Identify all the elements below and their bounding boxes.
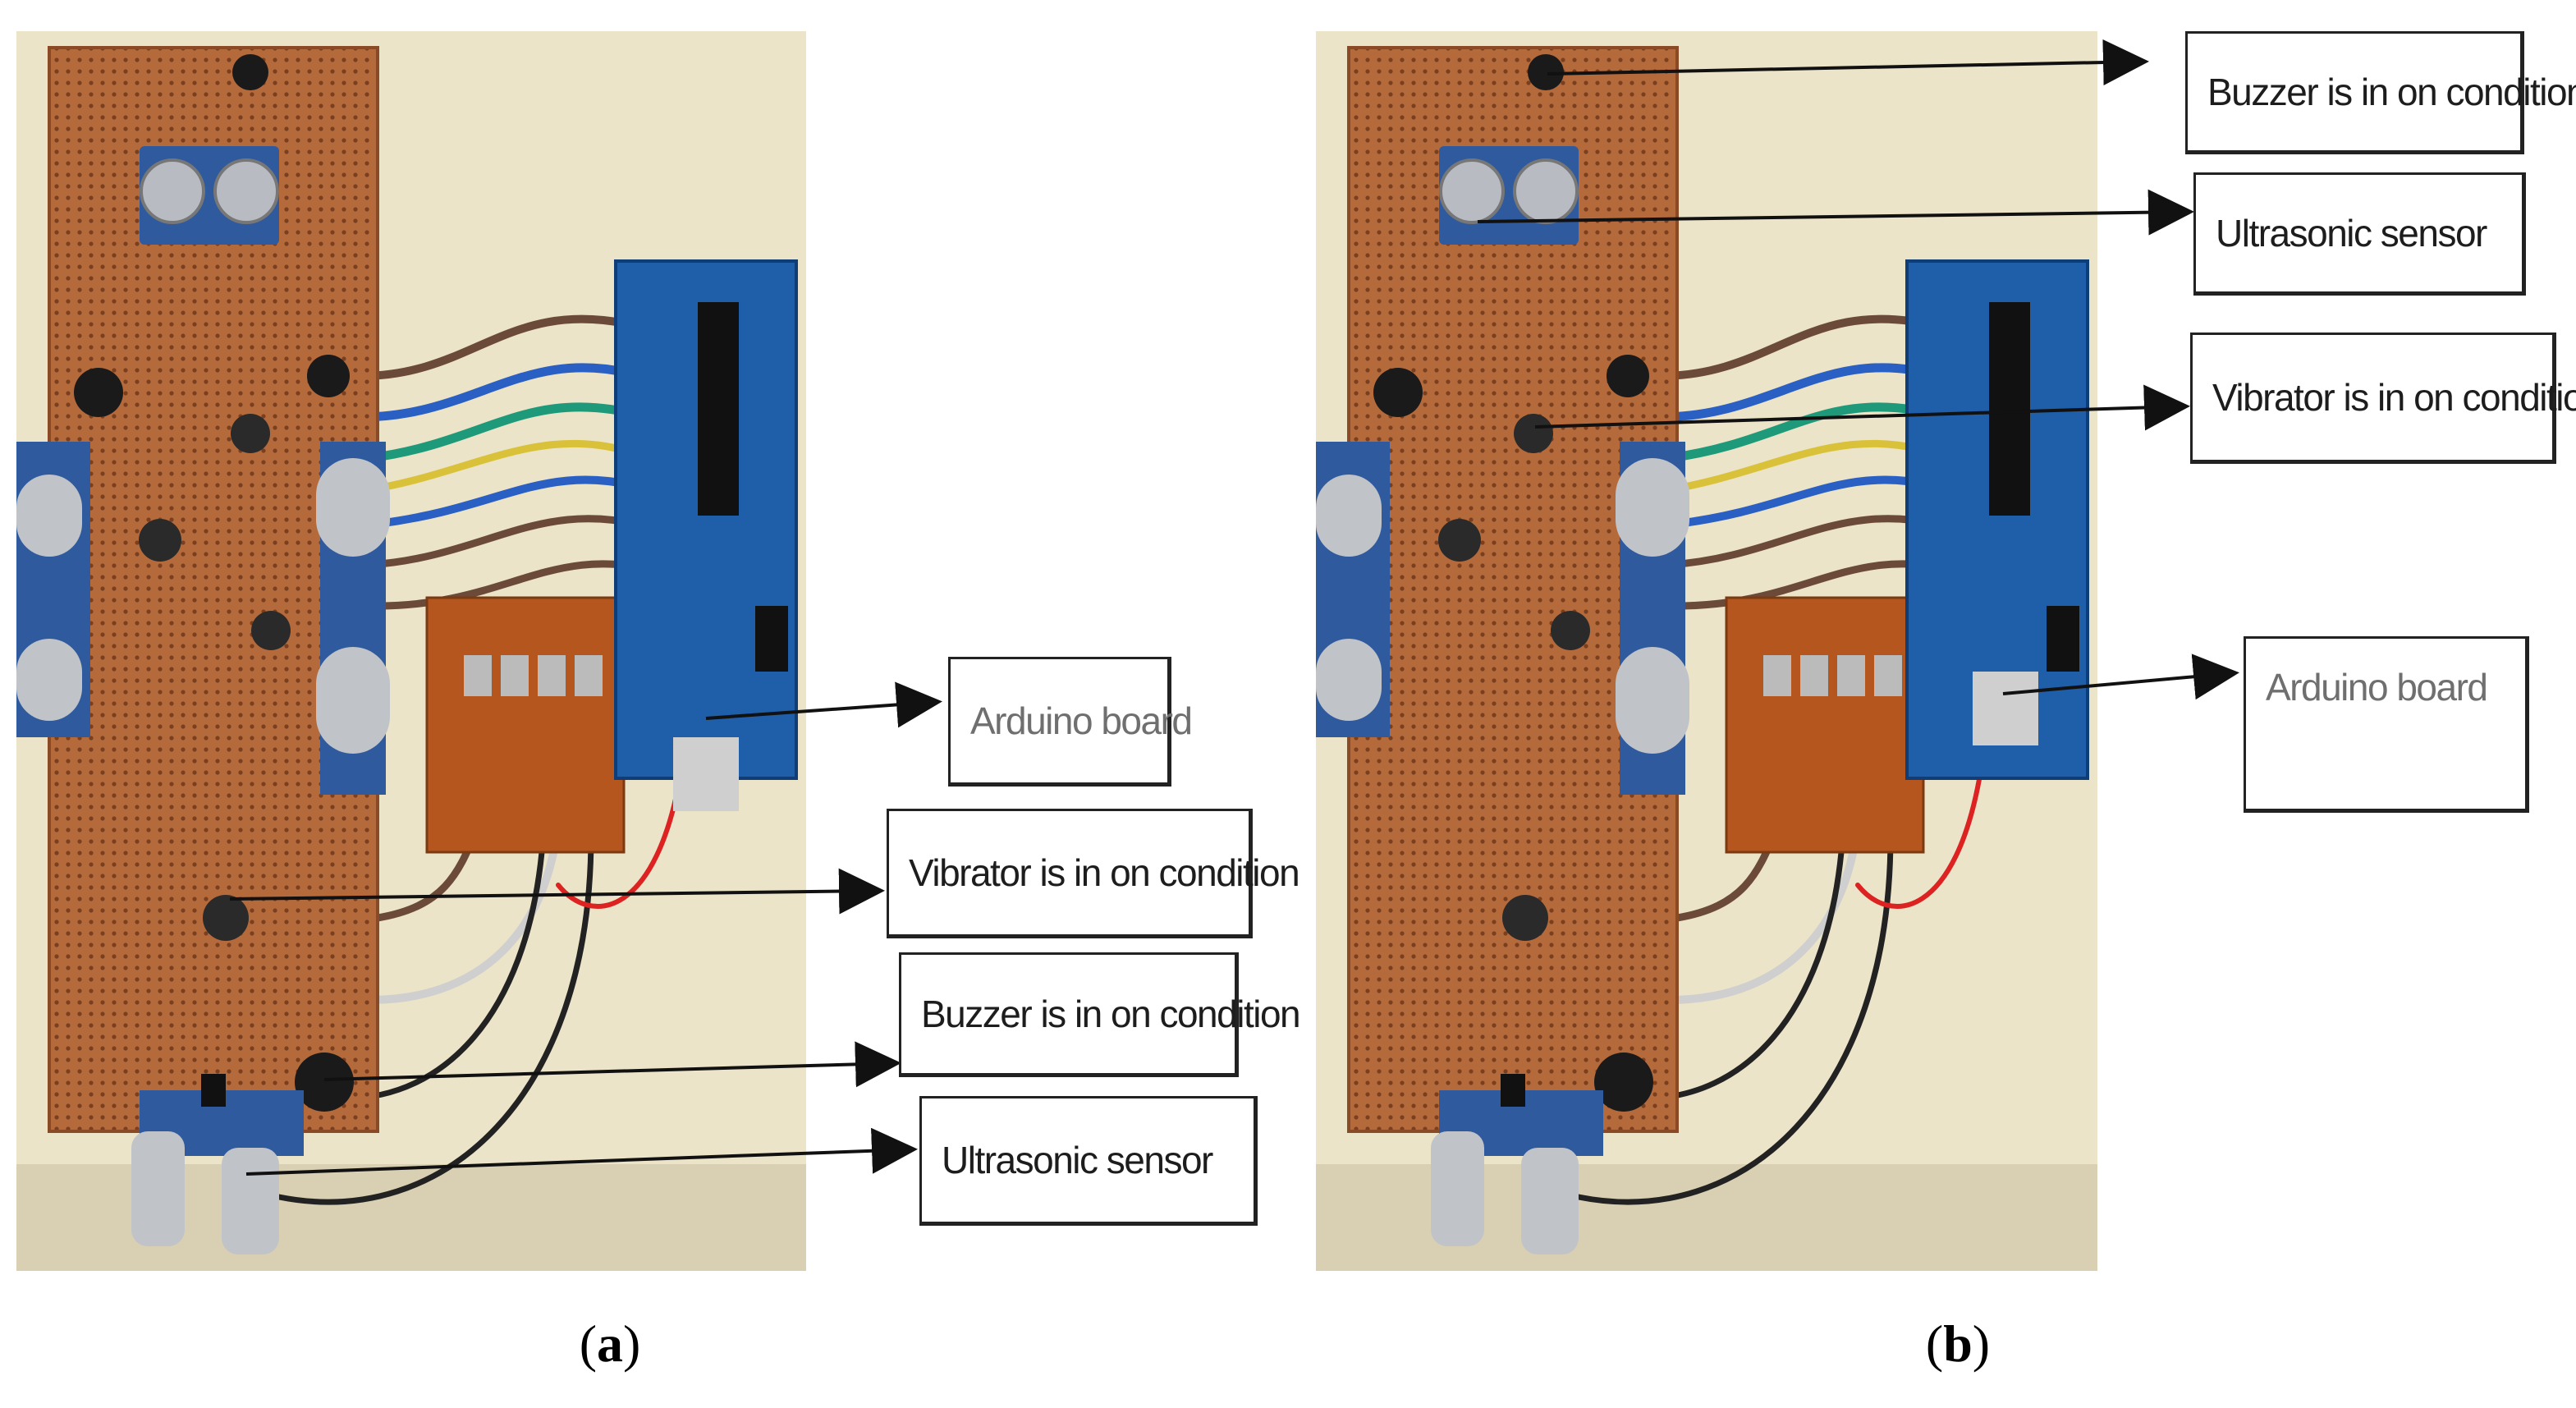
ultrasonic-sensor-bottom: [131, 1074, 304, 1254]
ultrasonic-sensor-top: [140, 146, 279, 245]
caption-open-a: (: [579, 1314, 597, 1373]
vibrator-4: [1502, 895, 1548, 941]
caption-close-b: ): [1972, 1314, 1991, 1373]
ultrasonic-sensor-left: [16, 442, 90, 737]
arrow-arduino: [2002, 654, 2239, 700]
label-arduino-board-b: Arduino board: [2244, 636, 2529, 813]
vibrator-1: [231, 414, 270, 453]
arrow-vibrator: [229, 868, 885, 915]
caption-close-a: ): [623, 1314, 641, 1373]
arrow-buzzer: [323, 1041, 901, 1088]
caption-open-b: (: [1925, 1314, 1944, 1373]
buzzer-right: [1607, 355, 1649, 397]
arrows-a: [229, 681, 942, 1176]
label-arduino-board-a: Arduino board: [948, 657, 1193, 787]
arrow-arduino: [705, 681, 942, 728]
vibrator-4: [203, 895, 249, 941]
ultrasonic-sensor-left: [1316, 442, 1390, 737]
arrow-vibrator: [1534, 384, 2190, 431]
buzzer-bottom: [1594, 1053, 1653, 1112]
vibrator-2: [1438, 519, 1481, 562]
circuit-photo-a: [16, 31, 806, 1271]
circuit-photo-b: [1316, 31, 2097, 1271]
caption-a: (a): [528, 1314, 692, 1374]
ultrasonic-sensor-bottom: [1431, 1074, 1603, 1254]
vibrator-1: [1514, 414, 1553, 453]
label-ultrasonic-b: Ultrasonic sensor: [2193, 172, 2526, 296]
led-board: [1725, 596, 1925, 854]
arrow-ultrasonic: [245, 1127, 918, 1176]
label-ultrasonic-a: Ultrasonic sensor: [919, 1096, 1258, 1226]
vibrator-3: [1551, 611, 1590, 650]
caption-letter-a: a: [597, 1314, 623, 1373]
vibrator-2: [139, 519, 181, 562]
buzzer-left: [74, 368, 123, 417]
label-vibrator-b: Vibrator is in on condition: [2190, 333, 2576, 464]
buzzer-bottom: [295, 1053, 354, 1112]
buzzer-left: [1373, 368, 1423, 417]
arduino-board: [614, 259, 798, 811]
arrow-ultrasonic: [1477, 189, 2194, 236]
label-buzzer-b: Buzzer is in on condition: [2185, 31, 2576, 154]
label-buzzer-a: Buzzer is in on condition: [899, 952, 1301, 1077]
arrow-buzzer: [1547, 39, 2149, 85]
arduino-board: [1905, 259, 2089, 780]
buzzer-top: [1528, 54, 1564, 90]
led-board: [425, 596, 626, 854]
ultrasonic-sensor-right: [1616, 442, 1689, 795]
buzzer-top: [232, 54, 268, 90]
caption-b: (b): [1876, 1314, 2040, 1374]
label-vibrator-a: Vibrator is in on condition: [887, 809, 1300, 938]
caption-letter-b: b: [1943, 1314, 1973, 1373]
buzzer-right: [307, 355, 350, 397]
ultrasonic-sensor-right: [316, 442, 390, 795]
vibrator-3: [251, 611, 291, 650]
